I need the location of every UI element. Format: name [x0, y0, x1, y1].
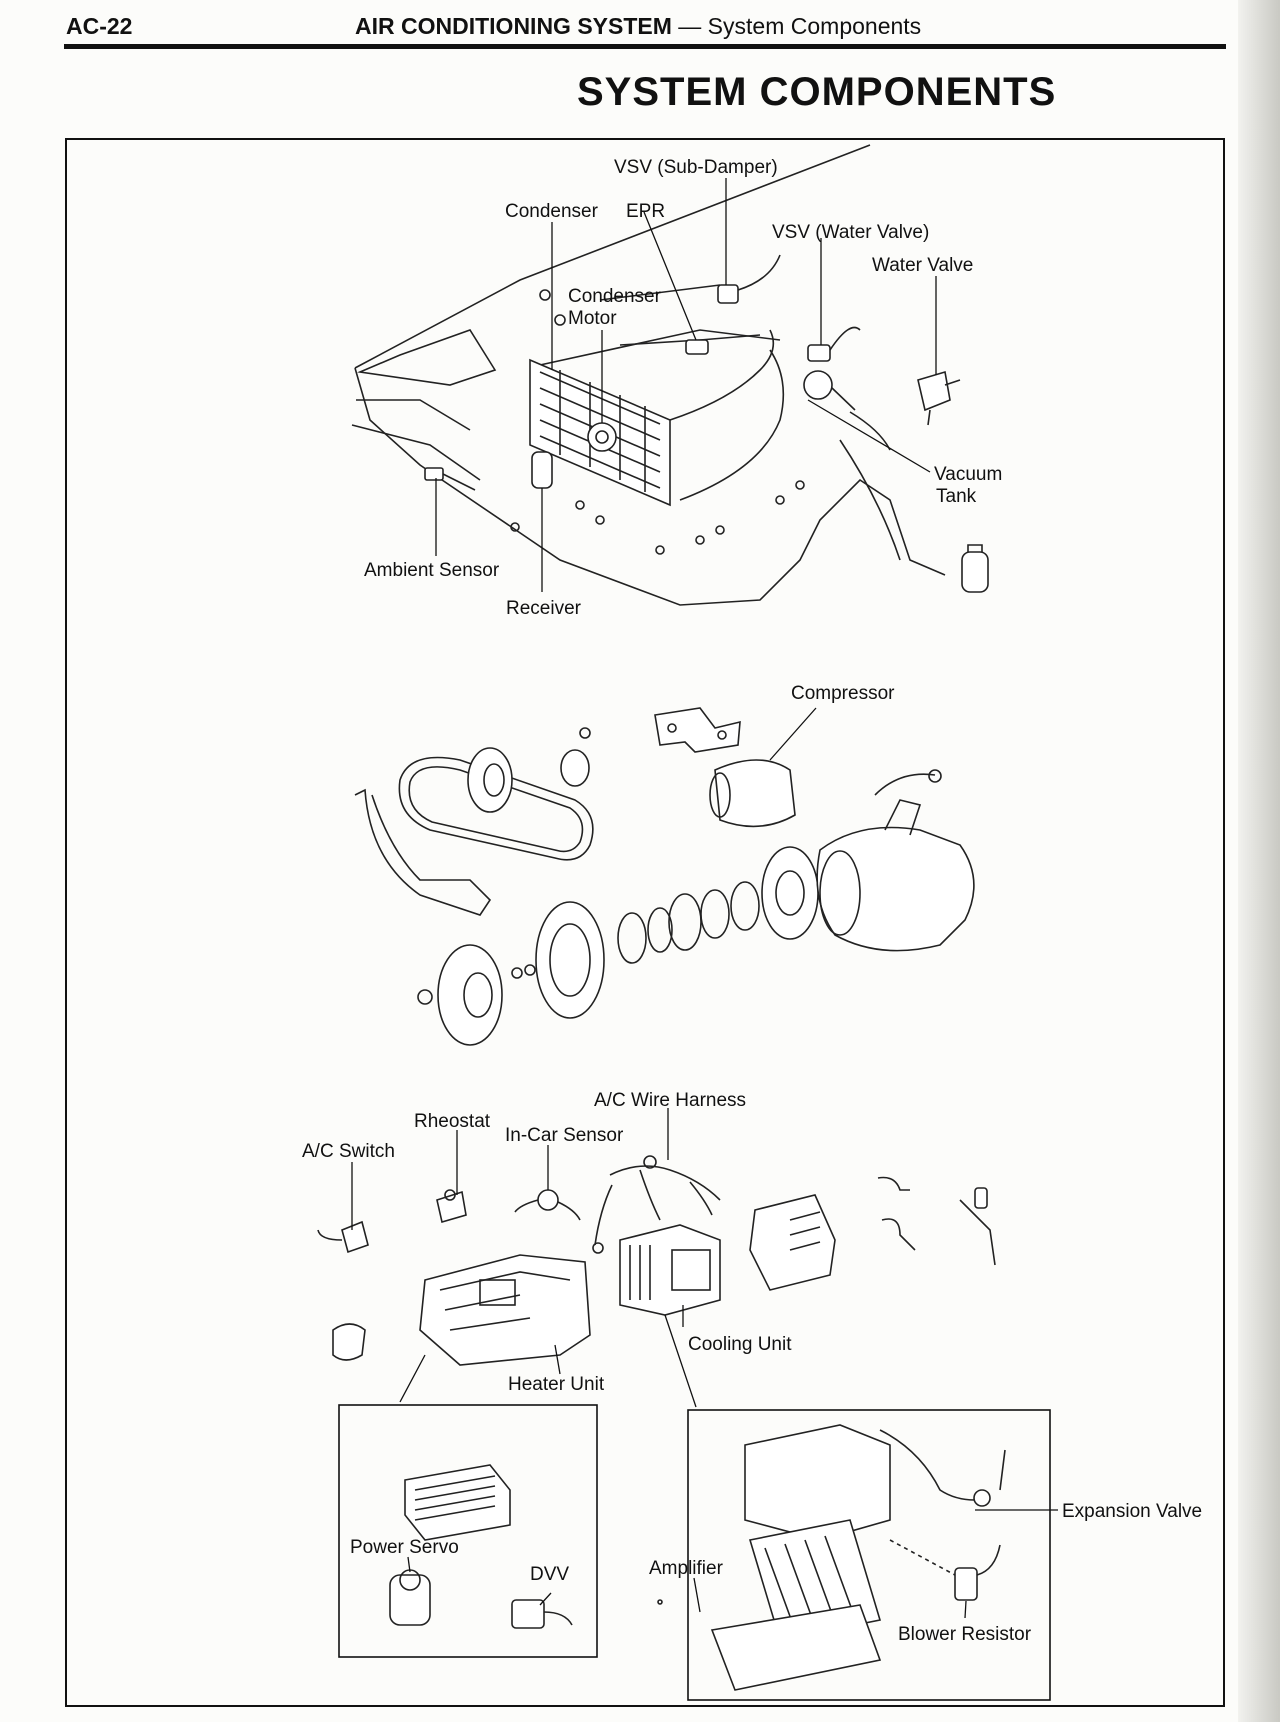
- idler-pulley-illustration: [467, 727, 591, 813]
- page-number: AC-22: [66, 13, 133, 39]
- hoses-illustration: [877, 1176, 996, 1266]
- expansion-valve-illustration: [879, 1429, 1006, 1507]
- heater-detail-box: [338, 1404, 598, 1658]
- label-in-car-sensor: In-Car Sensor: [505, 1125, 624, 1146]
- leader-compressor: [769, 707, 817, 761]
- label-heater-unit: Heater Unit: [508, 1374, 605, 1395]
- label-power-servo: Power Servo: [350, 1537, 459, 1558]
- small-fittings-illustration: [510, 289, 805, 555]
- label-water-valve: Water Valve: [872, 255, 973, 276]
- spare-receiver-illustration: [961, 544, 989, 593]
- section-subtitle: — System Components: [678, 13, 922, 39]
- ac-switch-illustration: [317, 1220, 369, 1254]
- vsv-water-valve-illustration: [807, 326, 861, 362]
- diagram-frame: [65, 138, 1225, 1707]
- amplifier-illustration: [657, 1599, 663, 1605]
- header-rule: [64, 44, 1226, 49]
- in-car-sensor-illustration: [514, 1189, 581, 1221]
- vehicle-body-illustration: [351, 144, 946, 606]
- compressor-bracket-illustration: [654, 707, 741, 753]
- label-ambient-sensor: Ambient Sensor: [364, 560, 500, 581]
- label-compressor: Compressor: [791, 683, 895, 704]
- page-binding-edge: [1238, 0, 1280, 1722]
- label-amplifier: Amplifier: [649, 1558, 724, 1579]
- heater-core-illustration: [404, 1464, 511, 1541]
- belt-illustration: [398, 756, 594, 861]
- vacuum-tank-illustration: [803, 370, 891, 451]
- label-rheostat: Rheostat: [414, 1111, 491, 1132]
- compressor-body-illustration: [816, 769, 975, 952]
- leader-lines-bottom: [351, 1108, 1058, 1619]
- vsv-sub-damper-illustration: [717, 254, 781, 304]
- label-vacuum-tank-line2: Tank: [936, 486, 977, 507]
- label-receiver: Receiver: [506, 598, 582, 619]
- label-ac-wire-harness: A/C Wire Harness: [594, 1090, 746, 1111]
- page-title: SYSTEM COMPONENTS: [577, 70, 1057, 114]
- epr-illustration: [685, 339, 709, 355]
- wire-harness-illustration: [592, 1155, 721, 1254]
- power-servo-illustration: [389, 1569, 431, 1626]
- label-vsv-sub-damper: VSV (Sub-Damper): [614, 157, 778, 178]
- dvv-illustration: [511, 1599, 573, 1629]
- compressor-clutch-illustration: [417, 846, 819, 1046]
- rheostat-illustration: [436, 1189, 467, 1224]
- compressor-small-illustration: [709, 759, 796, 828]
- header-title: AIR CONDITIONING SYSTEM — System Compone…: [355, 13, 921, 40]
- label-condenser: Condenser: [505, 201, 599, 222]
- label-blower-resistor: Blower Resistor: [898, 1624, 1032, 1645]
- belt-guard-illustration: [354, 788, 492, 916]
- label-epr: EPR: [626, 201, 665, 222]
- receiver-illustration: [531, 451, 553, 489]
- heater-unit-illustration: [419, 1254, 591, 1366]
- label-cooling-unit: Cooling Unit: [688, 1334, 792, 1355]
- label-vacuum-tank-line1: Vacuum: [934, 464, 1002, 485]
- blower-resistor-illustration: [889, 1539, 1001, 1601]
- ambient-sensor-illustration: [424, 467, 476, 491]
- label-condenser-motor-line2: Motor: [568, 308, 617, 329]
- label-condenser-motor-line1: Condenser: [568, 286, 662, 307]
- aspirator-illustration: [332, 1323, 366, 1361]
- condenser-motor-illustration: [587, 422, 617, 452]
- part-labels: VSV (Sub-Damper) Condenser EPR VSV (Wate…: [302, 157, 1202, 1645]
- cooling-detail-box: [687, 1409, 1051, 1701]
- label-ac-switch: A/C Switch: [302, 1141, 395, 1162]
- section-title: AIR CONDITIONING SYSTEM: [355, 13, 672, 39]
- air-duct-illustration: [749, 1194, 836, 1291]
- water-valve-illustration: [917, 370, 961, 426]
- label-vsv-water-valve: VSV (Water Valve): [772, 222, 929, 243]
- leader-lines-top: [435, 178, 937, 592]
- cooling-unit-illustration: [619, 1224, 721, 1316]
- cooling-unit-exploded-illustration: [710, 1424, 891, 1691]
- label-dvv: DVV: [530, 1564, 569, 1585]
- label-expansion-valve: Expansion Valve: [1062, 1501, 1202, 1522]
